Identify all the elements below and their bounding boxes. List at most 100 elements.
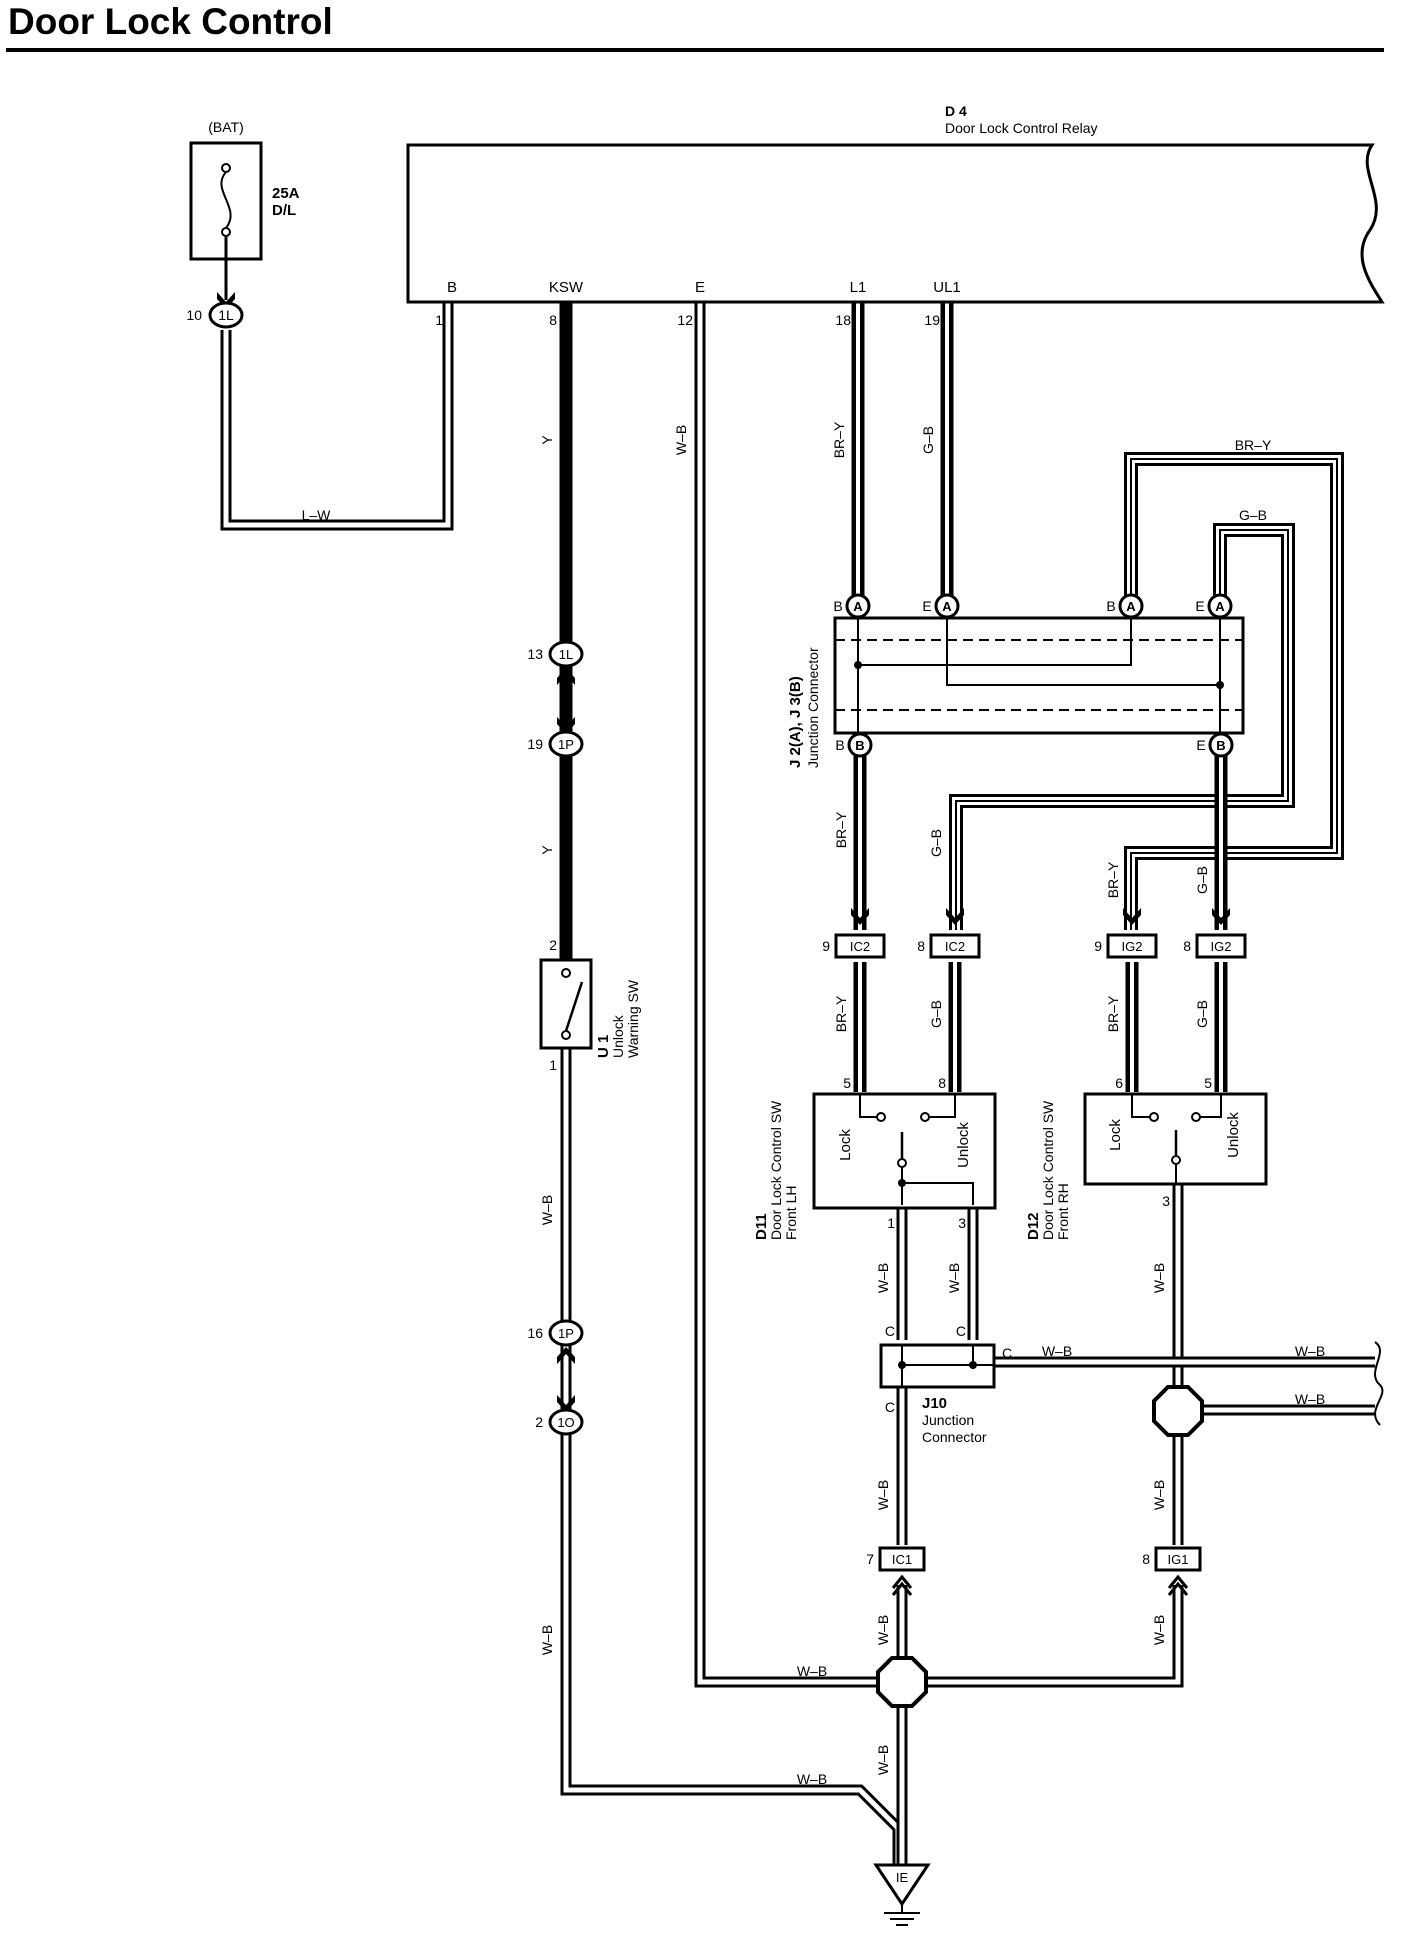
svg-text:8: 8 bbox=[549, 312, 557, 328]
svg-text:W–B: W–B bbox=[539, 1625, 555, 1655]
svg-text:E: E bbox=[922, 598, 931, 614]
connector-1l-fuse bbox=[208, 301, 244, 329]
svg-text:A: A bbox=[1215, 599, 1225, 614]
svg-text:Connector: Connector bbox=[922, 1429, 987, 1445]
svg-text:A: A bbox=[853, 599, 863, 614]
svg-text:3: 3 bbox=[1162, 1193, 1170, 1209]
wire-gb-loop bbox=[949, 523, 1295, 930]
fuse-rating: 25A bbox=[272, 185, 300, 202]
svg-text:W–B: W–B bbox=[1151, 1480, 1167, 1510]
svg-text:W–B: W–B bbox=[875, 1263, 891, 1293]
svg-text:IG2: IG2 bbox=[1122, 939, 1143, 954]
svg-text:B: B bbox=[447, 279, 457, 296]
svg-text:Lock: Lock bbox=[1107, 1119, 1124, 1151]
relay-name: Door Lock Control Relay bbox=[945, 120, 1098, 136]
svg-text:L1: L1 bbox=[850, 279, 867, 296]
svg-text:Unlock: Unlock bbox=[1225, 1112, 1242, 1158]
door-lock-switch-front-rh: 6 5 Lock Unlock 3 D12 Door Lock Control … bbox=[1025, 1075, 1268, 1240]
svg-text:1L: 1L bbox=[559, 647, 573, 662]
wires bbox=[220, 300, 1375, 1865]
door-lock-switch-front-lh: 5 8 Lock Unlock 1 3 D11 Door Lock Contro… bbox=[753, 1075, 997, 1240]
fuse-terminal bbox=[221, 227, 231, 237]
svg-text:1O: 1O bbox=[557, 1415, 574, 1430]
svg-text:B: B bbox=[835, 737, 844, 753]
svg-text:C: C bbox=[956, 1323, 966, 1339]
svg-text:W–B: W–B bbox=[875, 1480, 891, 1510]
svg-text:3: 3 bbox=[958, 1215, 966, 1231]
svg-text:W–B: W–B bbox=[875, 1745, 891, 1775]
junction-j10: C C C C J10 Junction Connector bbox=[879, 1323, 1012, 1445]
svg-text:W–B: W–B bbox=[875, 1615, 891, 1645]
svg-text:1P: 1P bbox=[558, 737, 574, 752]
svg-text:IG1: IG1 bbox=[1168, 1552, 1189, 1567]
fuse-dl: (BAT) 25A D/L 1L 10 bbox=[186, 119, 300, 329]
ground-ie: IE bbox=[873, 1863, 931, 1926]
svg-text:Front RH: Front RH bbox=[1055, 1183, 1071, 1240]
connector-1p-19: 1P 19 bbox=[527, 717, 584, 758]
svg-text:E: E bbox=[1196, 737, 1205, 753]
svg-text:W–B: W–B bbox=[1295, 1343, 1325, 1359]
svg-text:IG2: IG2 bbox=[1211, 939, 1232, 954]
svg-text:Door Lock Control SW: Door Lock Control SW bbox=[768, 1100, 784, 1240]
svg-text:W–B: W–B bbox=[946, 1263, 962, 1293]
svg-text:W–B: W–B bbox=[673, 425, 689, 455]
connector-1o-2: 1O 2 bbox=[535, 1395, 584, 1436]
svg-text:9: 9 bbox=[822, 938, 830, 954]
svg-text:16: 16 bbox=[527, 1325, 543, 1341]
svg-text:Lock: Lock bbox=[837, 1129, 854, 1161]
svg-text:B: B bbox=[1216, 738, 1225, 753]
connector-1l-13: 1L 13 bbox=[527, 640, 584, 685]
wire-labels: L–W Y Y W–B W–B W–B BR–Y G–B BR–Y G–B BR… bbox=[302, 421, 1326, 1787]
svg-text:5: 5 bbox=[1204, 1075, 1212, 1091]
wire-bry-loop bbox=[1124, 452, 1344, 930]
svg-text:BR–Y: BR–Y bbox=[833, 995, 849, 1032]
connector-ig2-8: IG2 8 bbox=[1183, 908, 1247, 959]
svg-text:8: 8 bbox=[917, 938, 925, 954]
svg-text:BR–Y: BR–Y bbox=[831, 421, 847, 458]
junction-j2-j3: A A A A B E B E B B B E J 2(A), J 3(B) J… bbox=[787, 593, 1245, 768]
svg-text:6: 6 bbox=[1115, 1075, 1123, 1091]
svg-text:1: 1 bbox=[887, 1215, 895, 1231]
svg-text:5: 5 bbox=[843, 1075, 851, 1091]
svg-text:8: 8 bbox=[1183, 938, 1191, 954]
connector-ig1-8: IG1 8 bbox=[1142, 1546, 1202, 1597]
svg-text:IC2: IC2 bbox=[945, 939, 965, 954]
svg-text:UL1: UL1 bbox=[933, 279, 961, 296]
wire-break-marks bbox=[1374, 1341, 1384, 1426]
svg-text:10: 10 bbox=[186, 307, 202, 323]
wire-lw bbox=[220, 300, 454, 531]
svg-text:8: 8 bbox=[938, 1075, 946, 1091]
svg-text:19: 19 bbox=[527, 736, 543, 752]
svg-text:G–B: G–B bbox=[1239, 507, 1267, 523]
wire-wb-right bbox=[992, 1356, 1375, 1416]
svg-text:1P: 1P bbox=[558, 1326, 574, 1341]
svg-text:W–B: W–B bbox=[1042, 1343, 1072, 1359]
svg-text:G–B: G–B bbox=[928, 829, 944, 857]
svg-text:13: 13 bbox=[527, 646, 543, 662]
svg-text:C: C bbox=[885, 1323, 895, 1339]
svg-text:BR–Y: BR–Y bbox=[1105, 861, 1121, 898]
svg-text:2: 2 bbox=[535, 1414, 543, 1430]
svg-text:W–B: W–B bbox=[1151, 1615, 1167, 1645]
junction-id: J 2(A), J 3(B) bbox=[787, 676, 804, 768]
svg-text:Junction: Junction bbox=[922, 1412, 974, 1428]
svg-text:E: E bbox=[1195, 598, 1204, 614]
svg-text:BR–Y: BR–Y bbox=[833, 811, 849, 848]
switch-id: D12 bbox=[1025, 1212, 1042, 1240]
svg-text:8: 8 bbox=[1142, 1551, 1150, 1567]
svg-text:W–B: W–B bbox=[1295, 1391, 1325, 1407]
svg-text:B: B bbox=[855, 738, 864, 753]
svg-text:W–B: W–B bbox=[797, 1663, 827, 1679]
svg-text:Y: Y bbox=[539, 435, 555, 445]
svg-text:BR–Y: BR–Y bbox=[1105, 995, 1121, 1032]
page-title: Door Lock Control bbox=[8, 1, 333, 42]
splice-ground bbox=[876, 1656, 928, 1708]
svg-text:A: A bbox=[1126, 599, 1136, 614]
wire-wb-lh bbox=[896, 1205, 979, 1340]
switch-id: D11 bbox=[753, 1213, 770, 1240]
relay-id: D 4 bbox=[945, 103, 967, 119]
ground-label: IE bbox=[896, 1870, 909, 1885]
svg-text:19: 19 bbox=[924, 312, 940, 328]
svg-text:B: B bbox=[833, 598, 842, 614]
svg-text:A: A bbox=[942, 599, 952, 614]
